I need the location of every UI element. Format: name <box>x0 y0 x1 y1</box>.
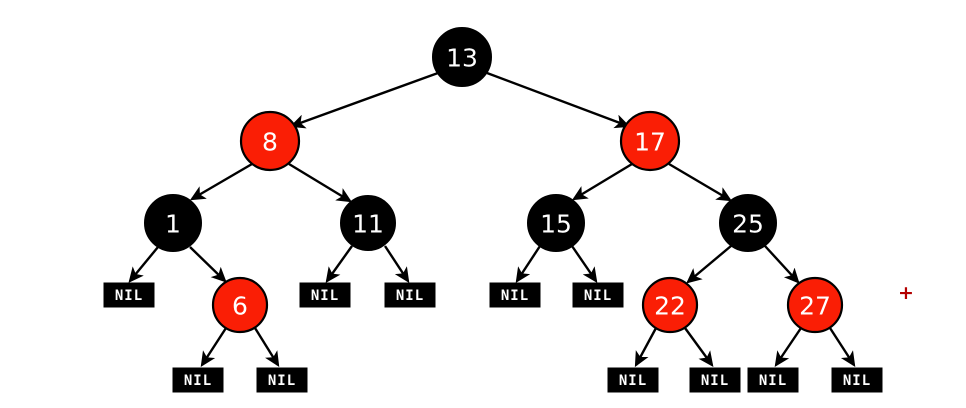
tree-edges <box>128 71 856 368</box>
tree-edge-n1-to-n6 <box>189 246 227 283</box>
nil-label: NIL <box>184 373 212 389</box>
nil-label: NIL <box>268 373 296 389</box>
tree-node-15: 15 <box>527 194 585 252</box>
nil-label: NIL <box>843 373 871 389</box>
node-label: 15 <box>540 210 572 239</box>
tree-edge-n27-to-nil11 <box>828 327 856 368</box>
nil-box <box>299 282 351 308</box>
nil-box <box>831 367 883 393</box>
nil-label: NIL <box>619 373 647 389</box>
nil-leaf: NIL <box>747 367 799 393</box>
nil-leaf: NIL <box>103 282 155 308</box>
nil-leaf: NIL <box>299 282 351 308</box>
nil-label: NIL <box>584 288 612 304</box>
tree-edge-n1-to-nil1 <box>128 246 159 283</box>
tree-nil-leaves: NIL NIL NIL NIL NIL NIL NIL NIL NIL NIL NIL <box>103 282 883 393</box>
tree-node-22: 22 <box>641 276 699 334</box>
node-label: 22 <box>654 292 686 321</box>
nil-leaf: NIL <box>172 367 224 393</box>
node-label: 25 <box>732 210 764 239</box>
node-label: 8 <box>262 128 278 157</box>
nil-label: NIL <box>701 373 729 389</box>
tree-node-6: 6 <box>211 276 269 334</box>
nil-box <box>607 367 659 393</box>
nil-leaf: NIL <box>572 282 624 308</box>
tree-edge-n11-to-nil2 <box>325 245 353 283</box>
nil-leaf: NIL <box>384 282 436 308</box>
node-circle-black <box>432 27 492 87</box>
nil-box <box>256 367 308 393</box>
nil-box <box>572 282 624 308</box>
node-label: 11 <box>352 210 384 239</box>
node-circle-black <box>527 194 585 252</box>
nil-leaf: NIL <box>607 367 659 393</box>
nil-label: NIL <box>759 373 787 389</box>
node-label: 17 <box>634 128 666 157</box>
node-label: 1 <box>165 210 181 239</box>
node-circle-black <box>144 194 202 252</box>
nil-label: NIL <box>501 288 529 304</box>
tree-edge-n22-to-nil9 <box>684 327 714 367</box>
node-circle-black <box>340 195 396 251</box>
tree-node-13: 13 <box>432 27 492 87</box>
node-label: 6 <box>232 292 248 321</box>
tree-node-11: 11 <box>340 195 396 251</box>
nil-box <box>489 282 541 308</box>
nil-leaf: NIL <box>489 282 541 308</box>
node-circle-red <box>239 110 301 172</box>
nil-box <box>689 367 741 393</box>
tree-edge-n17-to-n15 <box>571 162 633 201</box>
tree-edge-n15-to-nil5 <box>571 245 598 283</box>
plus-marker-icon: + <box>898 282 914 304</box>
node-circle-black <box>719 194 777 252</box>
tree-node-25: 25 <box>719 194 777 252</box>
tree-edge-n8-to-n11 <box>288 162 353 203</box>
nil-box <box>747 367 799 393</box>
node-circle-red <box>786 276 844 334</box>
nil-box <box>384 282 436 308</box>
tree-edge-n8-to-n1 <box>189 162 253 201</box>
node-circle-red <box>641 276 699 334</box>
tree-edge-n6-to-nil6 <box>200 327 228 368</box>
node-label: 27 <box>799 292 831 321</box>
tree-markers: + <box>898 282 914 304</box>
nil-box <box>103 282 155 308</box>
node-circle-red <box>211 276 269 334</box>
tree-edge-n22-to-nil8 <box>634 327 658 368</box>
nil-label: NIL <box>311 288 339 304</box>
nil-label: NIL <box>115 288 143 304</box>
tree-edge-n13-to-n17 <box>486 71 631 129</box>
nil-leaf: NIL <box>831 367 883 393</box>
node-circle-red <box>619 110 681 172</box>
tree-node-27: 27 <box>786 276 844 334</box>
tree-edge-n27-to-nil10 <box>774 327 802 367</box>
tree-edge-n25-to-n27 <box>764 245 800 284</box>
tree-edge-n17-to-n25 <box>668 162 733 202</box>
nil-leaf: NIL <box>689 367 741 393</box>
tree-edge-n25-to-n22 <box>686 245 732 284</box>
tree-edge-n6-to-nil7 <box>253 327 280 368</box>
tree-edge-n11-to-nil3 <box>383 245 410 284</box>
tree-edge-n13-to-n8 <box>289 71 439 129</box>
nil-label: NIL <box>396 288 424 304</box>
tree-edge-n15-to-nil4 <box>515 245 542 284</box>
nil-box <box>172 367 224 393</box>
tree-node-1: 1 <box>144 194 202 252</box>
nil-leaf: NIL <box>256 367 308 393</box>
node-label: 13 <box>446 44 478 73</box>
tree-node-8: 8 <box>239 110 301 172</box>
tree-node-17: 17 <box>619 110 681 172</box>
